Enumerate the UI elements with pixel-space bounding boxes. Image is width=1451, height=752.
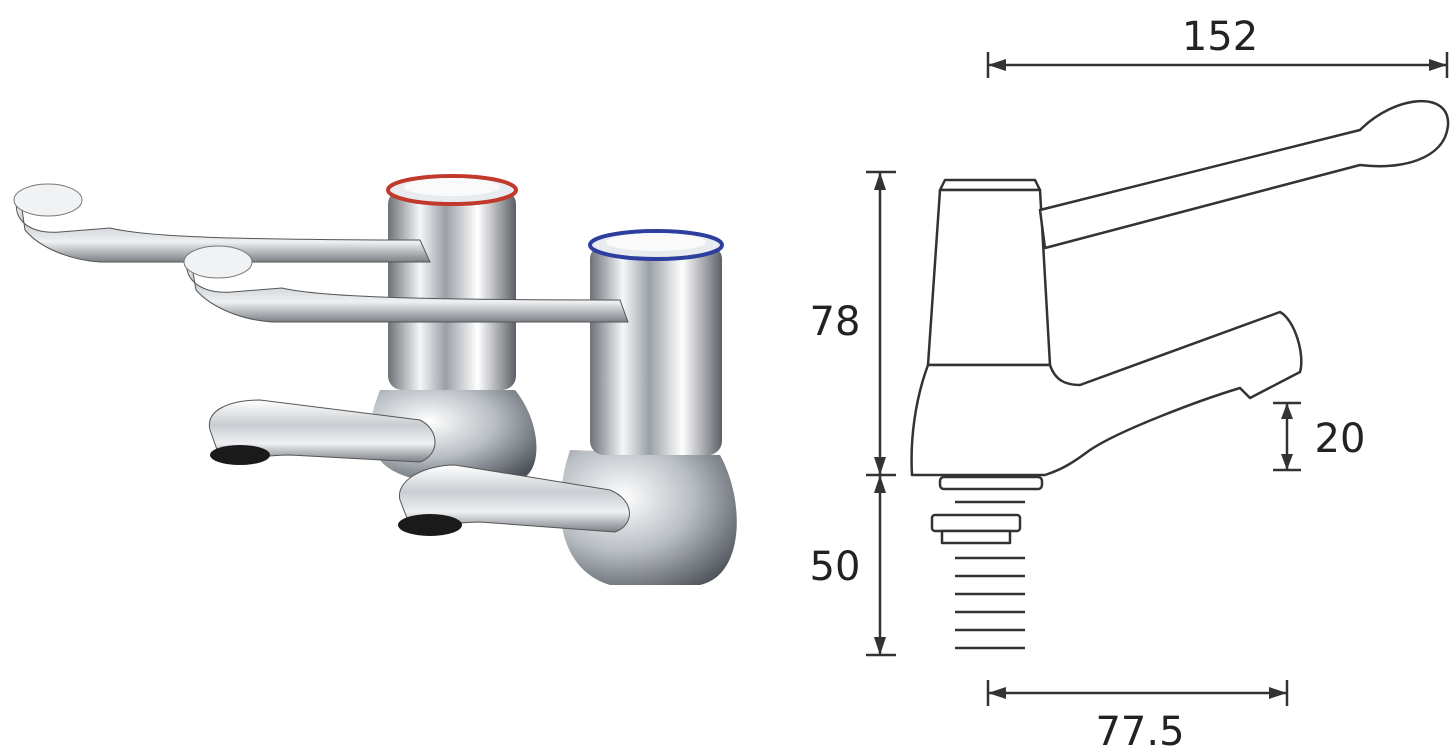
outlet-height-label: 20 bbox=[1315, 416, 1366, 462]
washer bbox=[938, 475, 1044, 491]
hot-tap bbox=[13, 174, 537, 480]
dimension-outlet-height: 20 bbox=[1273, 401, 1366, 472]
cold-tap bbox=[183, 229, 737, 585]
tap-pair-render bbox=[13, 174, 737, 585]
body-height-label: 78 bbox=[810, 299, 861, 345]
cold-lever-handle bbox=[186, 253, 629, 323]
tap-technical-drawing: 152 78 50 20 bbox=[810, 14, 1450, 752]
dimension-body-height: 78 bbox=[810, 170, 896, 477]
head-body bbox=[926, 188, 1052, 367]
lever-outline bbox=[1038, 100, 1450, 250]
head-cap bbox=[938, 178, 1042, 192]
dimension-tail-height: 50 bbox=[810, 475, 896, 657]
hot-lever-handle bbox=[15, 193, 431, 263]
back-nut bbox=[930, 513, 1022, 533]
back-nut-lower bbox=[940, 529, 1012, 545]
threaded-tail bbox=[955, 500, 1025, 650]
spout-outline bbox=[910, 310, 1303, 477]
width-label: 152 bbox=[1182, 14, 1258, 60]
dimension-width: 152 bbox=[986, 14, 1449, 78]
tail-height-label: 50 bbox=[810, 544, 861, 590]
dimension-depth: 77.5 bbox=[986, 680, 1289, 752]
depth-label: 77.5 bbox=[1095, 709, 1184, 752]
